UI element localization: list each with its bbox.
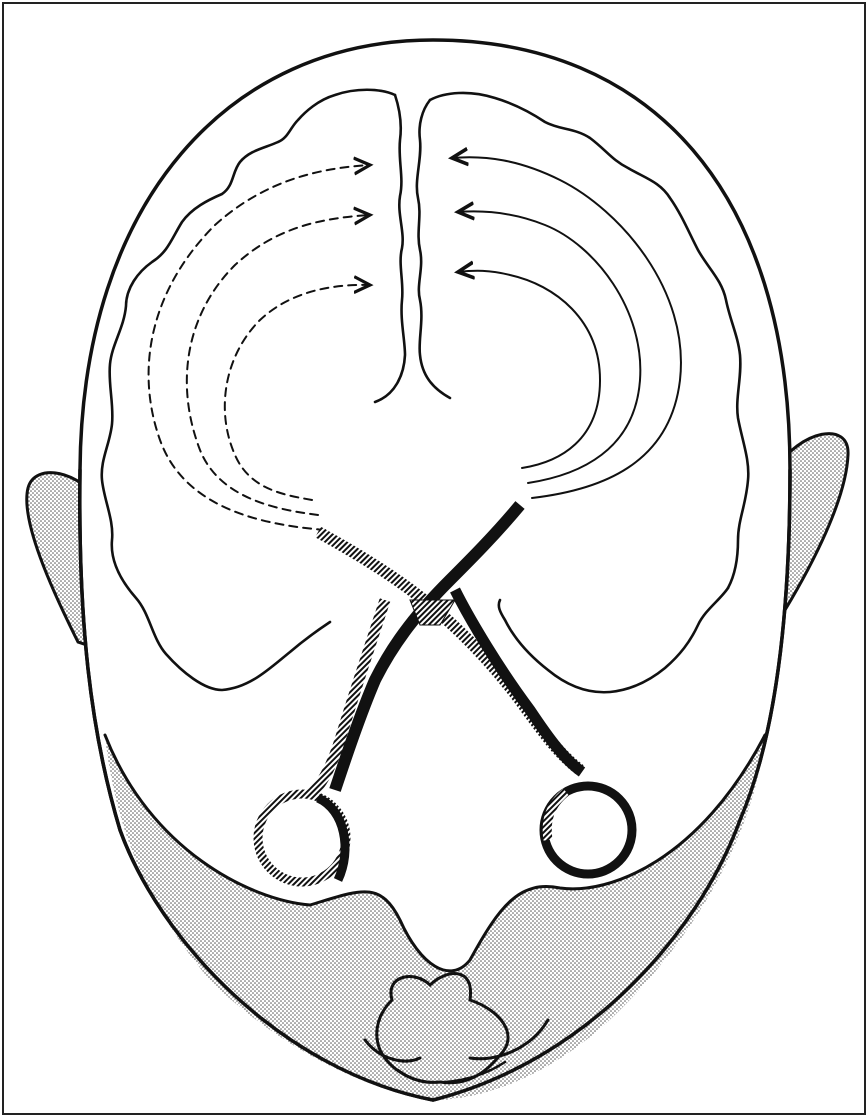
brain-visual-pathway-diagram bbox=[0, 0, 868, 1117]
